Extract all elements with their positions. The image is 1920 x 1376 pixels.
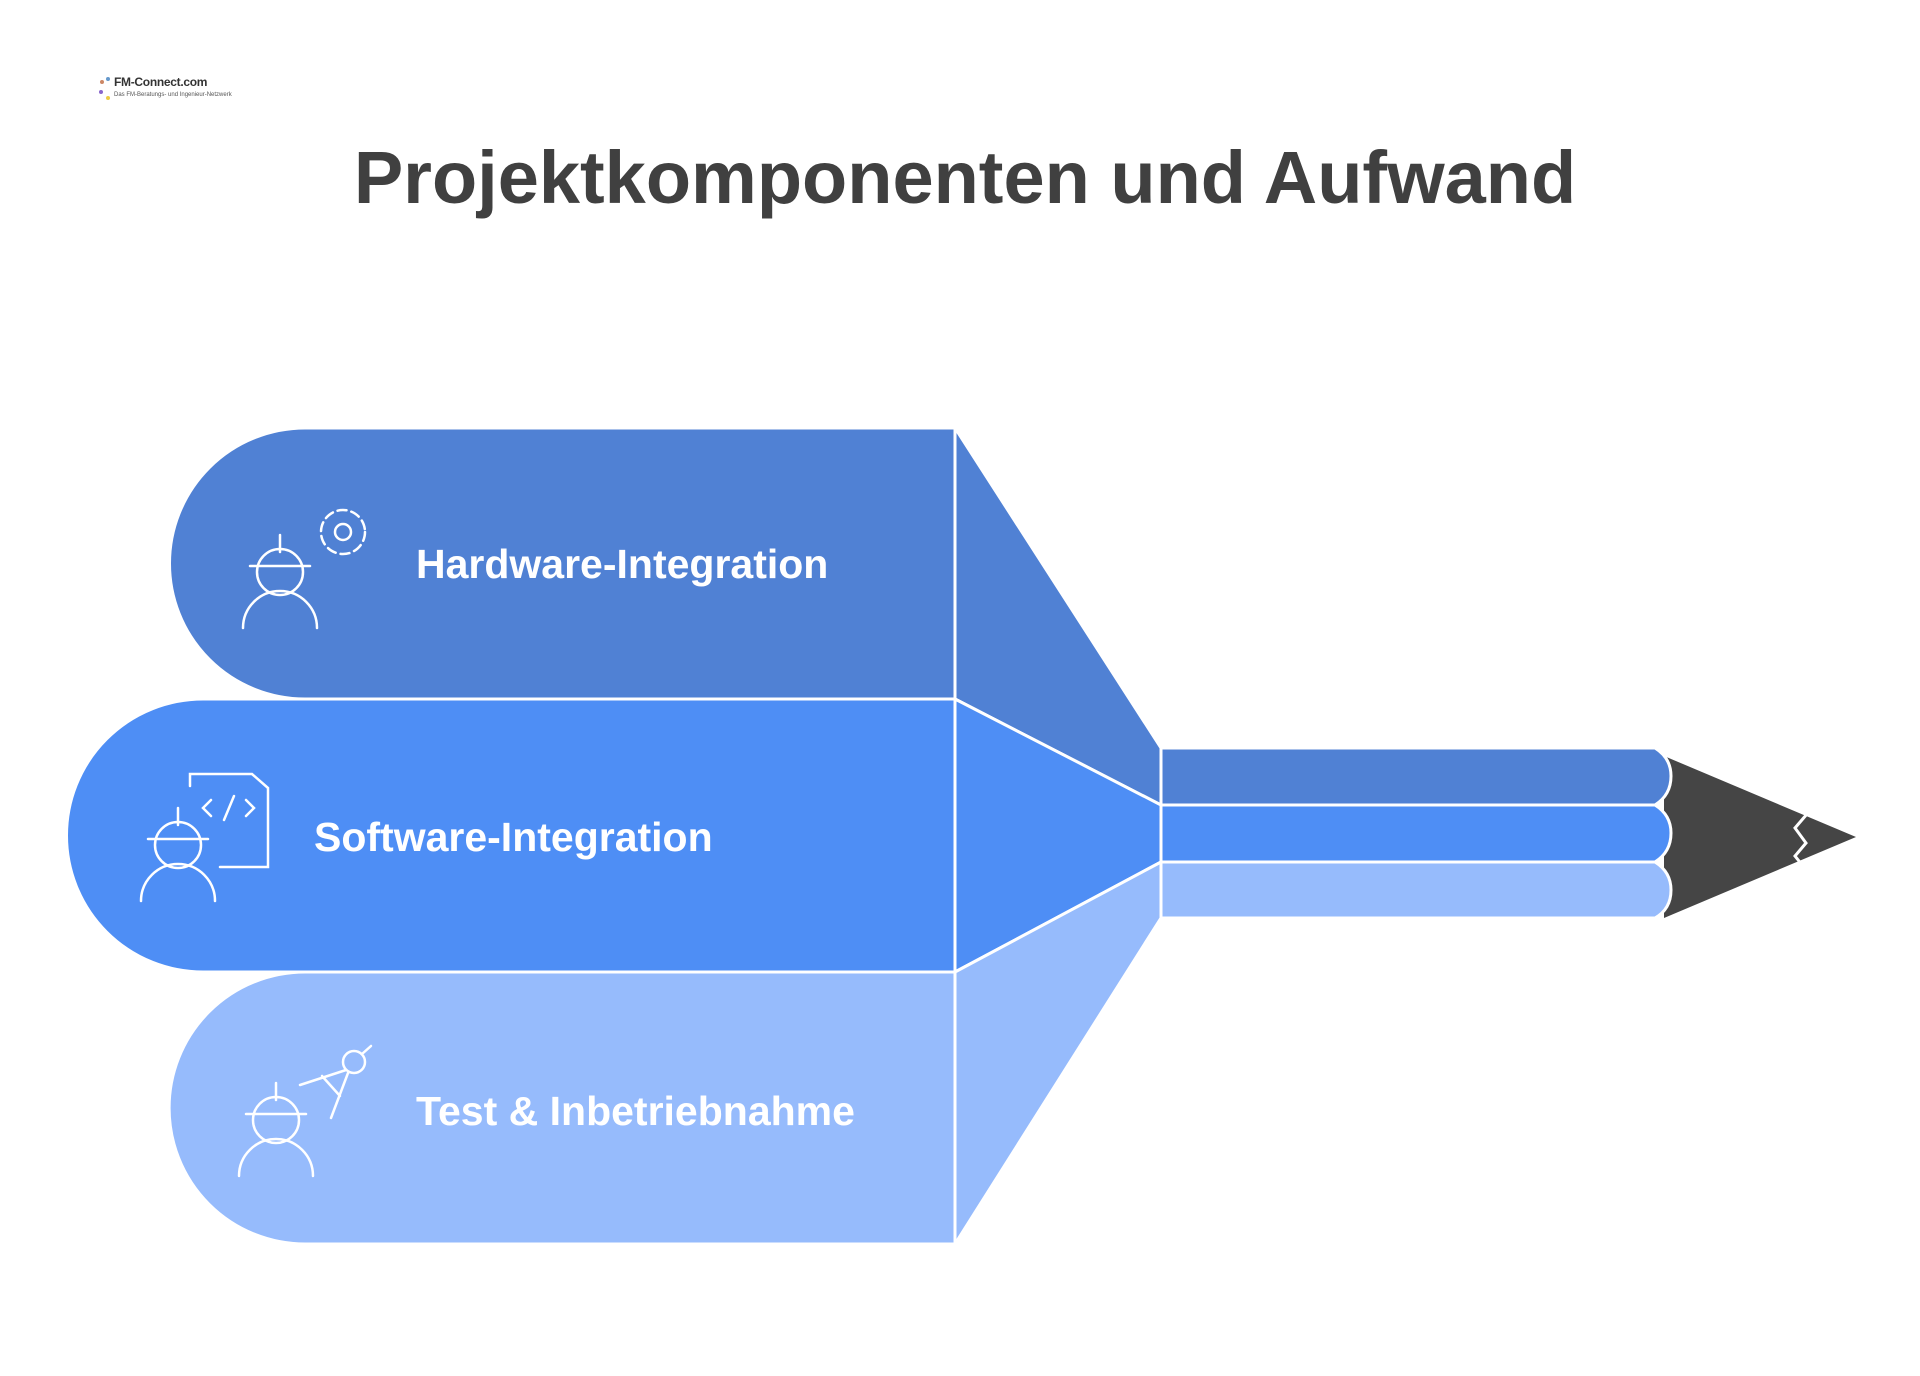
logo-text: FM-Connect.com Das FM-Beratungs- und Ing… xyxy=(114,76,232,99)
page-title: Projektkomponenten und Aufwand xyxy=(353,136,1577,219)
logo-atom-icon xyxy=(99,77,110,100)
logo: FM-Connect.com Das FM-Beratungs- und Ing… xyxy=(98,76,232,116)
label-software: Software-Integration xyxy=(314,814,713,860)
pencil-lead-break xyxy=(1793,813,1809,872)
logo-name: FM-Connect.com xyxy=(114,75,208,89)
band-hardware xyxy=(168,426,957,701)
engineer-gear-icon xyxy=(241,508,367,630)
label-hardware: Hardware-Integration xyxy=(416,541,828,587)
band-software xyxy=(65,697,957,974)
pencil-band-software xyxy=(1159,803,1673,864)
pencil-band-test xyxy=(1159,860,1673,920)
pencil-band-hardware xyxy=(1159,746,1673,807)
band-test xyxy=(167,970,957,1246)
pencil-tip xyxy=(1664,756,1856,918)
engineer-compass-icon xyxy=(237,1044,373,1178)
label-test: Test & Inbetriebnahme xyxy=(416,1088,855,1134)
engineer-code-icon xyxy=(139,772,270,903)
logo-tagline: Das FM-Beratungs- und Ingenieur-Netzwerk xyxy=(114,92,232,98)
